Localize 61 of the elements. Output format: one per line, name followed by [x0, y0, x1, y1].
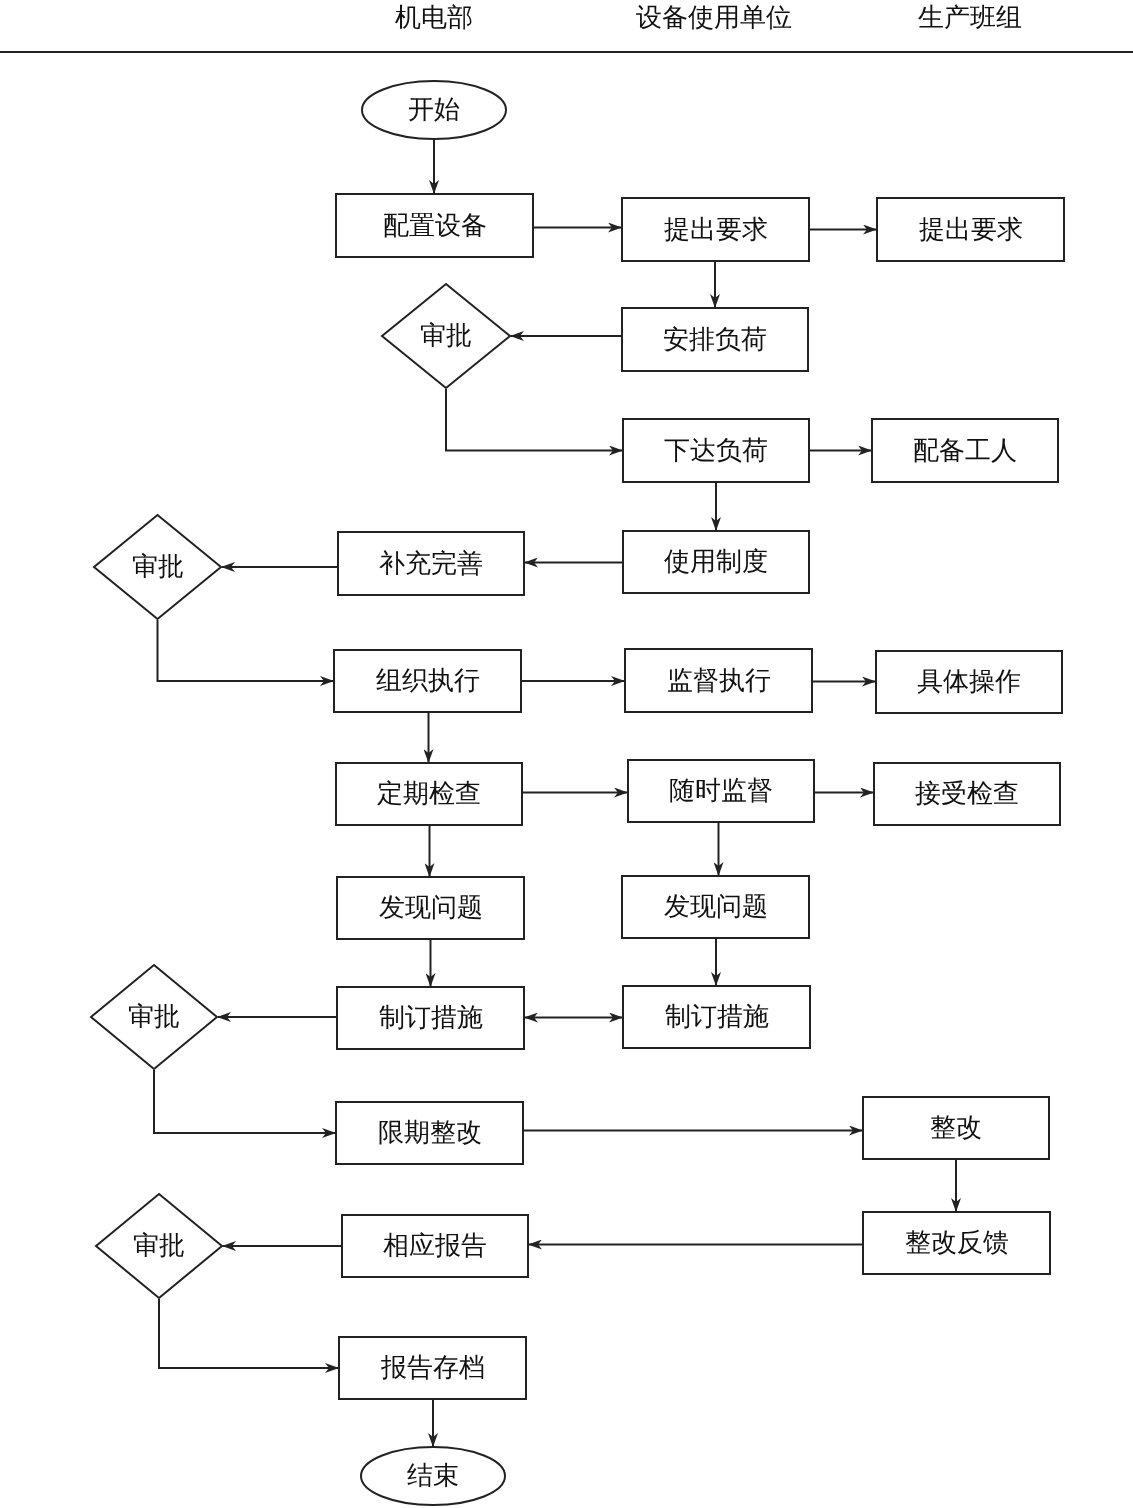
arrow	[425, 939, 436, 987]
process-box: 提出要求	[876, 197, 1065, 262]
process-box: 组织执行	[333, 649, 522, 713]
arrow	[153, 1069, 336, 1138]
arrow	[522, 787, 628, 798]
arrow	[217, 1012, 337, 1022]
arrow	[809, 224, 877, 235]
process-box: 制订措施	[336, 986, 525, 1050]
decision-diamond: 审批	[381, 283, 511, 389]
process-box: 使用制度	[622, 530, 810, 594]
decision-diamond: 审批	[95, 1193, 223, 1299]
process-box: 下达负荷	[622, 418, 810, 483]
arrow	[533, 222, 622, 233]
process-box: 相应报告	[341, 1214, 529, 1278]
arrow	[814, 787, 874, 798]
arrow	[710, 261, 720, 308]
arrow	[423, 712, 434, 763]
column-heading: 生产班组	[918, 2, 1022, 34]
arrow	[222, 1241, 342, 1251]
arrow	[429, 139, 439, 194]
process-box: 监督执行	[624, 648, 813, 713]
arrow	[713, 822, 724, 876]
process-box: 限期整改	[335, 1101, 524, 1165]
process-box: 提出要求	[621, 197, 810, 262]
arrow	[809, 445, 872, 456]
arrow	[428, 1399, 438, 1447]
arrow	[221, 562, 338, 572]
arrow	[812, 676, 876, 687]
process-box: 制订措施	[622, 985, 811, 1049]
arrow	[445, 388, 623, 456]
process-box: 发现问题	[621, 875, 810, 939]
arrow	[424, 825, 435, 877]
arrow	[156, 619, 334, 686]
decision-diamond: 审批	[93, 514, 222, 620]
arrow	[951, 1159, 961, 1212]
column-heading: 设备使用单位	[636, 2, 792, 34]
arrow	[528, 1239, 863, 1250]
process-box: 安排负荷	[621, 307, 809, 372]
arrow	[158, 1298, 339, 1373]
process-box: 整改反馈	[862, 1211, 1051, 1275]
process-box: 整改	[862, 1096, 1050, 1160]
terminal-oval: 开始	[361, 80, 507, 140]
process-box: 配置设备	[335, 193, 534, 258]
process-box: 随时监督	[627, 759, 815, 823]
arrow	[524, 557, 623, 568]
arrow	[523, 1125, 863, 1136]
column-heading: 机电部	[395, 2, 473, 34]
arrow	[524, 1012, 623, 1023]
decision-diamond: 审批	[90, 964, 218, 1070]
process-box: 发现问题	[336, 876, 525, 940]
terminal-oval: 结束	[360, 1446, 506, 1506]
arrow	[510, 331, 622, 341]
process-box: 具体操作	[875, 650, 1063, 714]
arrow	[711, 482, 721, 531]
arrow	[711, 938, 721, 986]
process-box: 定期检查	[335, 762, 523, 826]
arrow	[521, 676, 625, 686]
process-box: 接受检查	[873, 762, 1061, 826]
process-box: 报告存档	[338, 1336, 527, 1400]
process-box: 配备工人	[871, 418, 1059, 483]
process-box: 补充完善	[337, 531, 525, 596]
